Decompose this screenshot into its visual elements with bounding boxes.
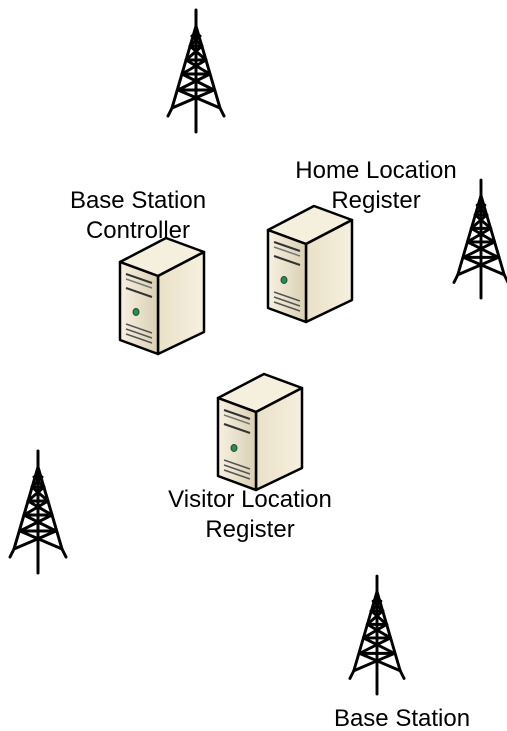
visitor-location-register-server xyxy=(214,370,306,492)
server-icon xyxy=(214,370,306,492)
label-line: Base Station xyxy=(333,705,471,731)
tower-top xyxy=(166,8,226,134)
label-line: Controller xyxy=(85,217,191,244)
home-location-register-label: Home Location Register xyxy=(266,156,486,216)
radio-tower-icon xyxy=(348,572,406,698)
home-location-register-server xyxy=(264,202,356,324)
base-station-controller-label: Base Station Controller xyxy=(38,186,238,246)
label-line: Home Location xyxy=(295,157,457,184)
label-line: Register xyxy=(331,187,421,214)
tower-bottom xyxy=(348,572,406,698)
label-line: Register xyxy=(205,516,295,543)
tower-left xyxy=(8,448,68,576)
base-station-controller-server xyxy=(116,234,208,356)
base-station-label: Base Station xyxy=(302,704,502,731)
radio-tower-icon xyxy=(8,448,68,576)
label-line: Visitor Location xyxy=(168,486,332,513)
radio-tower-icon xyxy=(166,8,226,134)
label-line: Base Station xyxy=(69,187,207,214)
server-icon xyxy=(116,234,208,356)
server-icon xyxy=(264,202,356,324)
visitor-location-register-label: Visitor Location Register xyxy=(140,485,360,545)
